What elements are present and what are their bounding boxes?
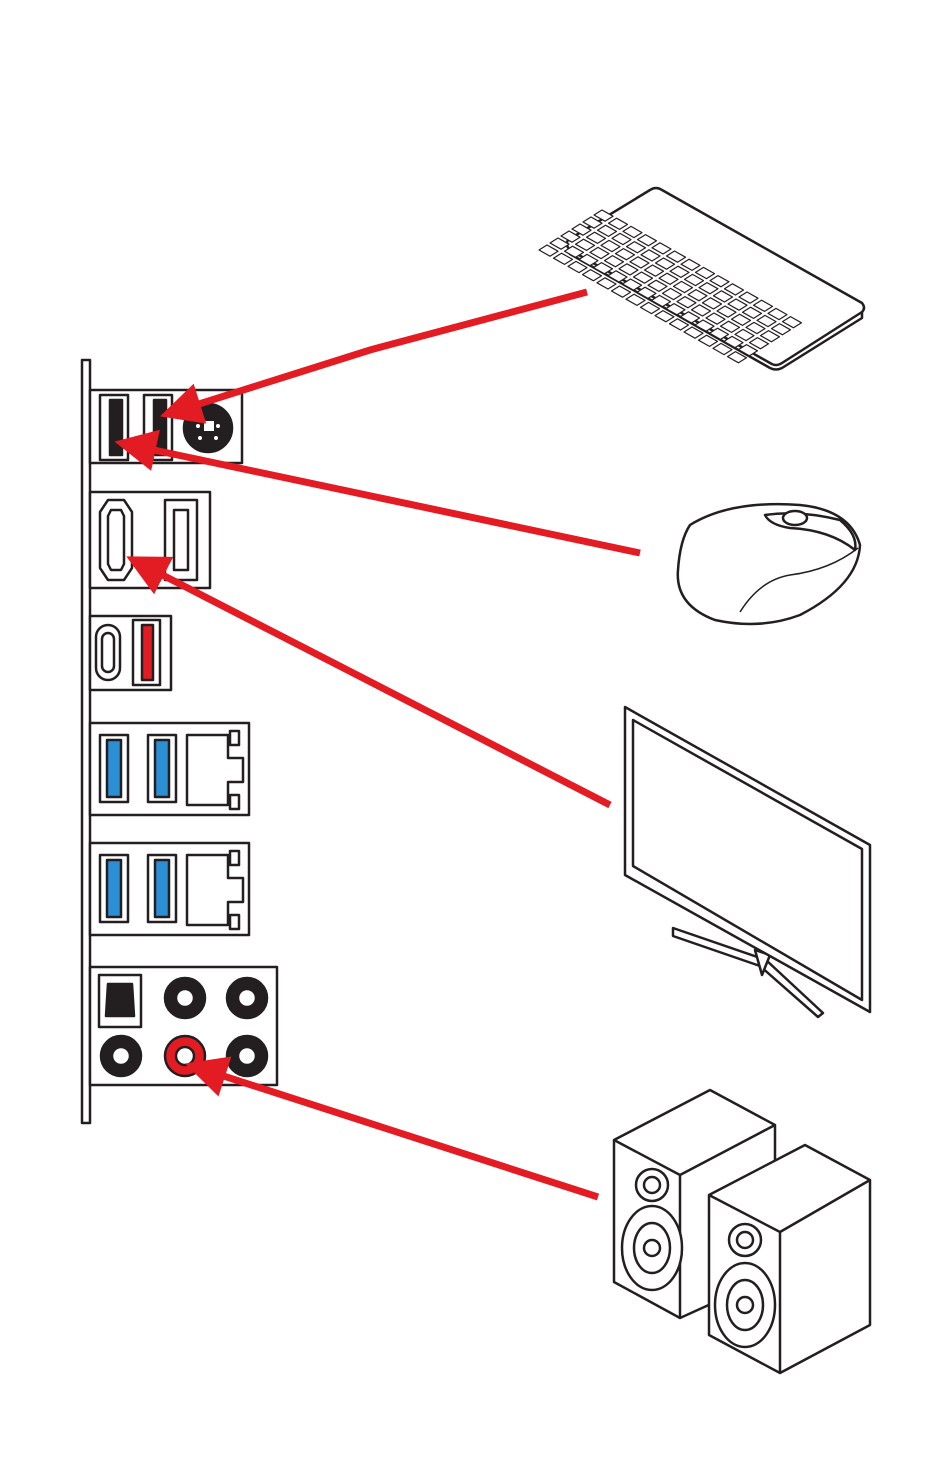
monitor-icon bbox=[625, 707, 870, 1017]
io-block-usb-lan-1 bbox=[90, 723, 249, 815]
io-block-video bbox=[90, 492, 210, 588]
arrow-keyboard-to-usb bbox=[180, 292, 587, 410]
arrow-speakers-to-line-out bbox=[205, 1070, 598, 1197]
keyboard-icon bbox=[539, 188, 864, 370]
io-block-audio bbox=[90, 967, 277, 1085]
io-block-usb-lan-2 bbox=[90, 843, 249, 935]
mouse-icon bbox=[678, 504, 860, 624]
keyboard-key bbox=[550, 238, 569, 249]
speakers-icon bbox=[614, 1090, 870, 1373]
io-block-usb-c bbox=[90, 616, 171, 690]
keyboard-key bbox=[539, 245, 558, 256]
